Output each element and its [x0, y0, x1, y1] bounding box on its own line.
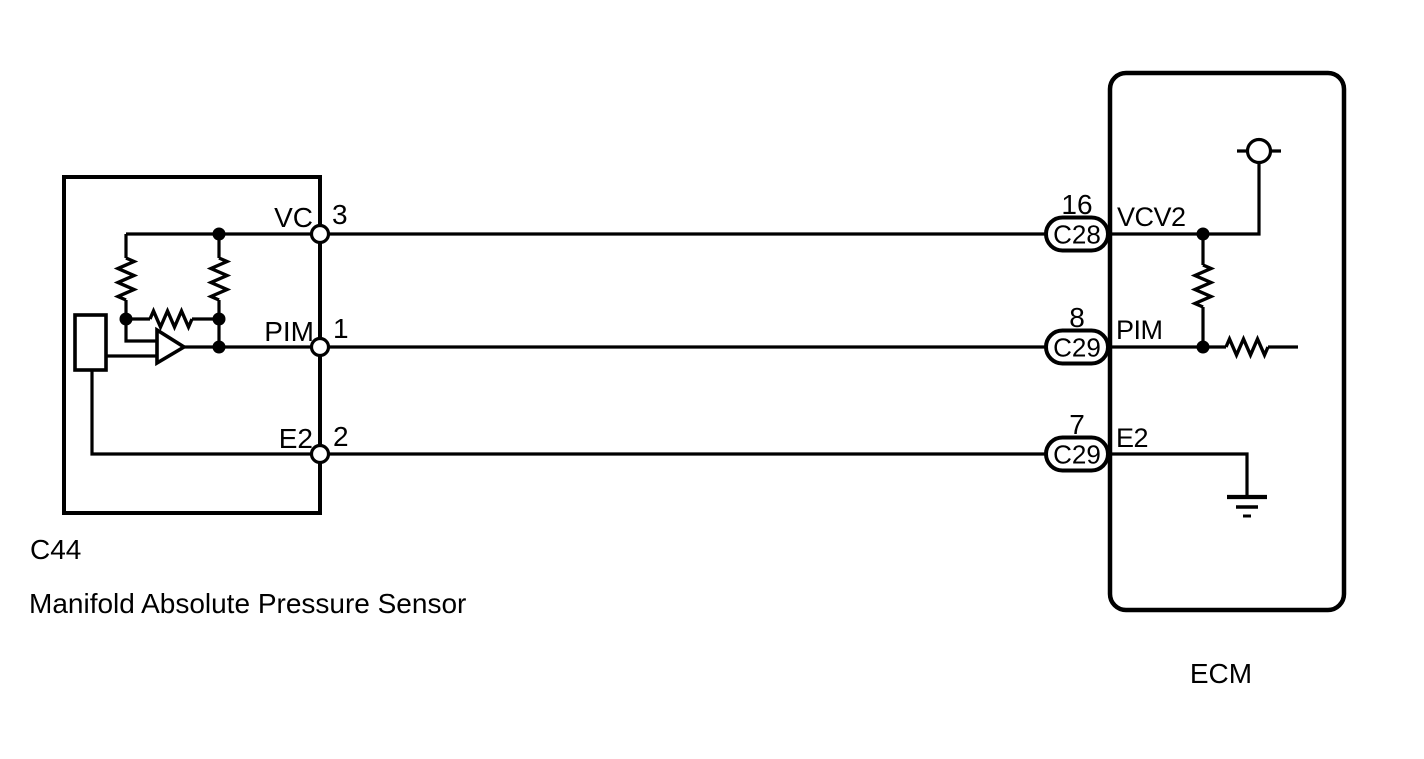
e2-wire — [1110, 452, 1249, 497]
connector-oval — [1044, 215, 1110, 253]
ecm-pin-number: 8 — [1069, 302, 1085, 333]
connector-c29-8: 8 C29 — [1044, 302, 1110, 366]
terminal-pim — [309, 336, 331, 358]
sensing-element — [73, 313, 108, 372]
connector-oval — [1044, 328, 1110, 366]
resistor-icon — [148, 309, 194, 329]
junction-dot — [212, 227, 226, 241]
junction-dot — [1196, 227, 1210, 241]
amp-input-wire — [124, 319, 157, 343]
harness-wires — [320, 232, 1050, 456]
e2-net-wire — [90, 370, 320, 456]
sensor-connector-code: C44 — [30, 534, 81, 565]
sensor-pin-number: 3 — [332, 199, 348, 230]
ecm-internal-circuit — [1110, 137, 1298, 518]
connector-code: C29 — [1053, 440, 1101, 470]
ecm-signal-label: VCV2 — [1117, 202, 1186, 232]
ecm-signal-label: E2 — [1116, 423, 1148, 453]
ecm-caption: ECM — [1190, 658, 1252, 689]
junction-dot — [212, 340, 226, 354]
sensor-pin-number: 2 — [333, 421, 349, 452]
ecm-pin-number: 7 — [1069, 409, 1085, 440]
op-amp-icon — [155, 326, 188, 367]
connector-c28-16: 16 C28 — [1044, 189, 1110, 253]
power-circle — [1245, 137, 1273, 165]
ecm-signal-label: PIM — [1116, 315, 1163, 345]
sensor-terminal-label: E2 — [279, 423, 313, 454]
junction-dot — [212, 312, 226, 326]
connector-code: C29 — [1053, 333, 1101, 363]
connector-code: C28 — [1053, 220, 1101, 250]
sensor-name-caption: Manifold Absolute Pressure Sensor — [29, 588, 466, 619]
junction-dot — [119, 312, 133, 326]
ecm-box — [1107, 70, 1347, 613]
resistor-icon — [1193, 263, 1213, 309]
ground-icon — [1227, 494, 1267, 518]
connector-oval — [1044, 435, 1110, 473]
junction-dot — [1196, 340, 1210, 354]
sensor-terminal-label: PIM — [264, 316, 314, 347]
resistor-icon — [116, 256, 136, 302]
connector-c29-7: 7 C29 — [1044, 409, 1110, 473]
sensor-pin-number: 1 — [333, 313, 349, 344]
terminal-e2 — [309, 443, 331, 465]
vcv2-wire — [1110, 163, 1261, 236]
terminal-vc — [309, 223, 331, 245]
ecm-pin-number: 16 — [1061, 189, 1092, 220]
sensor-terminal-label: VC — [274, 202, 313, 233]
power-supply-icon — [1237, 137, 1281, 165]
sensor-internal-circuit — [73, 227, 320, 456]
resistor-icon — [209, 256, 229, 302]
resistor-icon — [1224, 337, 1270, 357]
